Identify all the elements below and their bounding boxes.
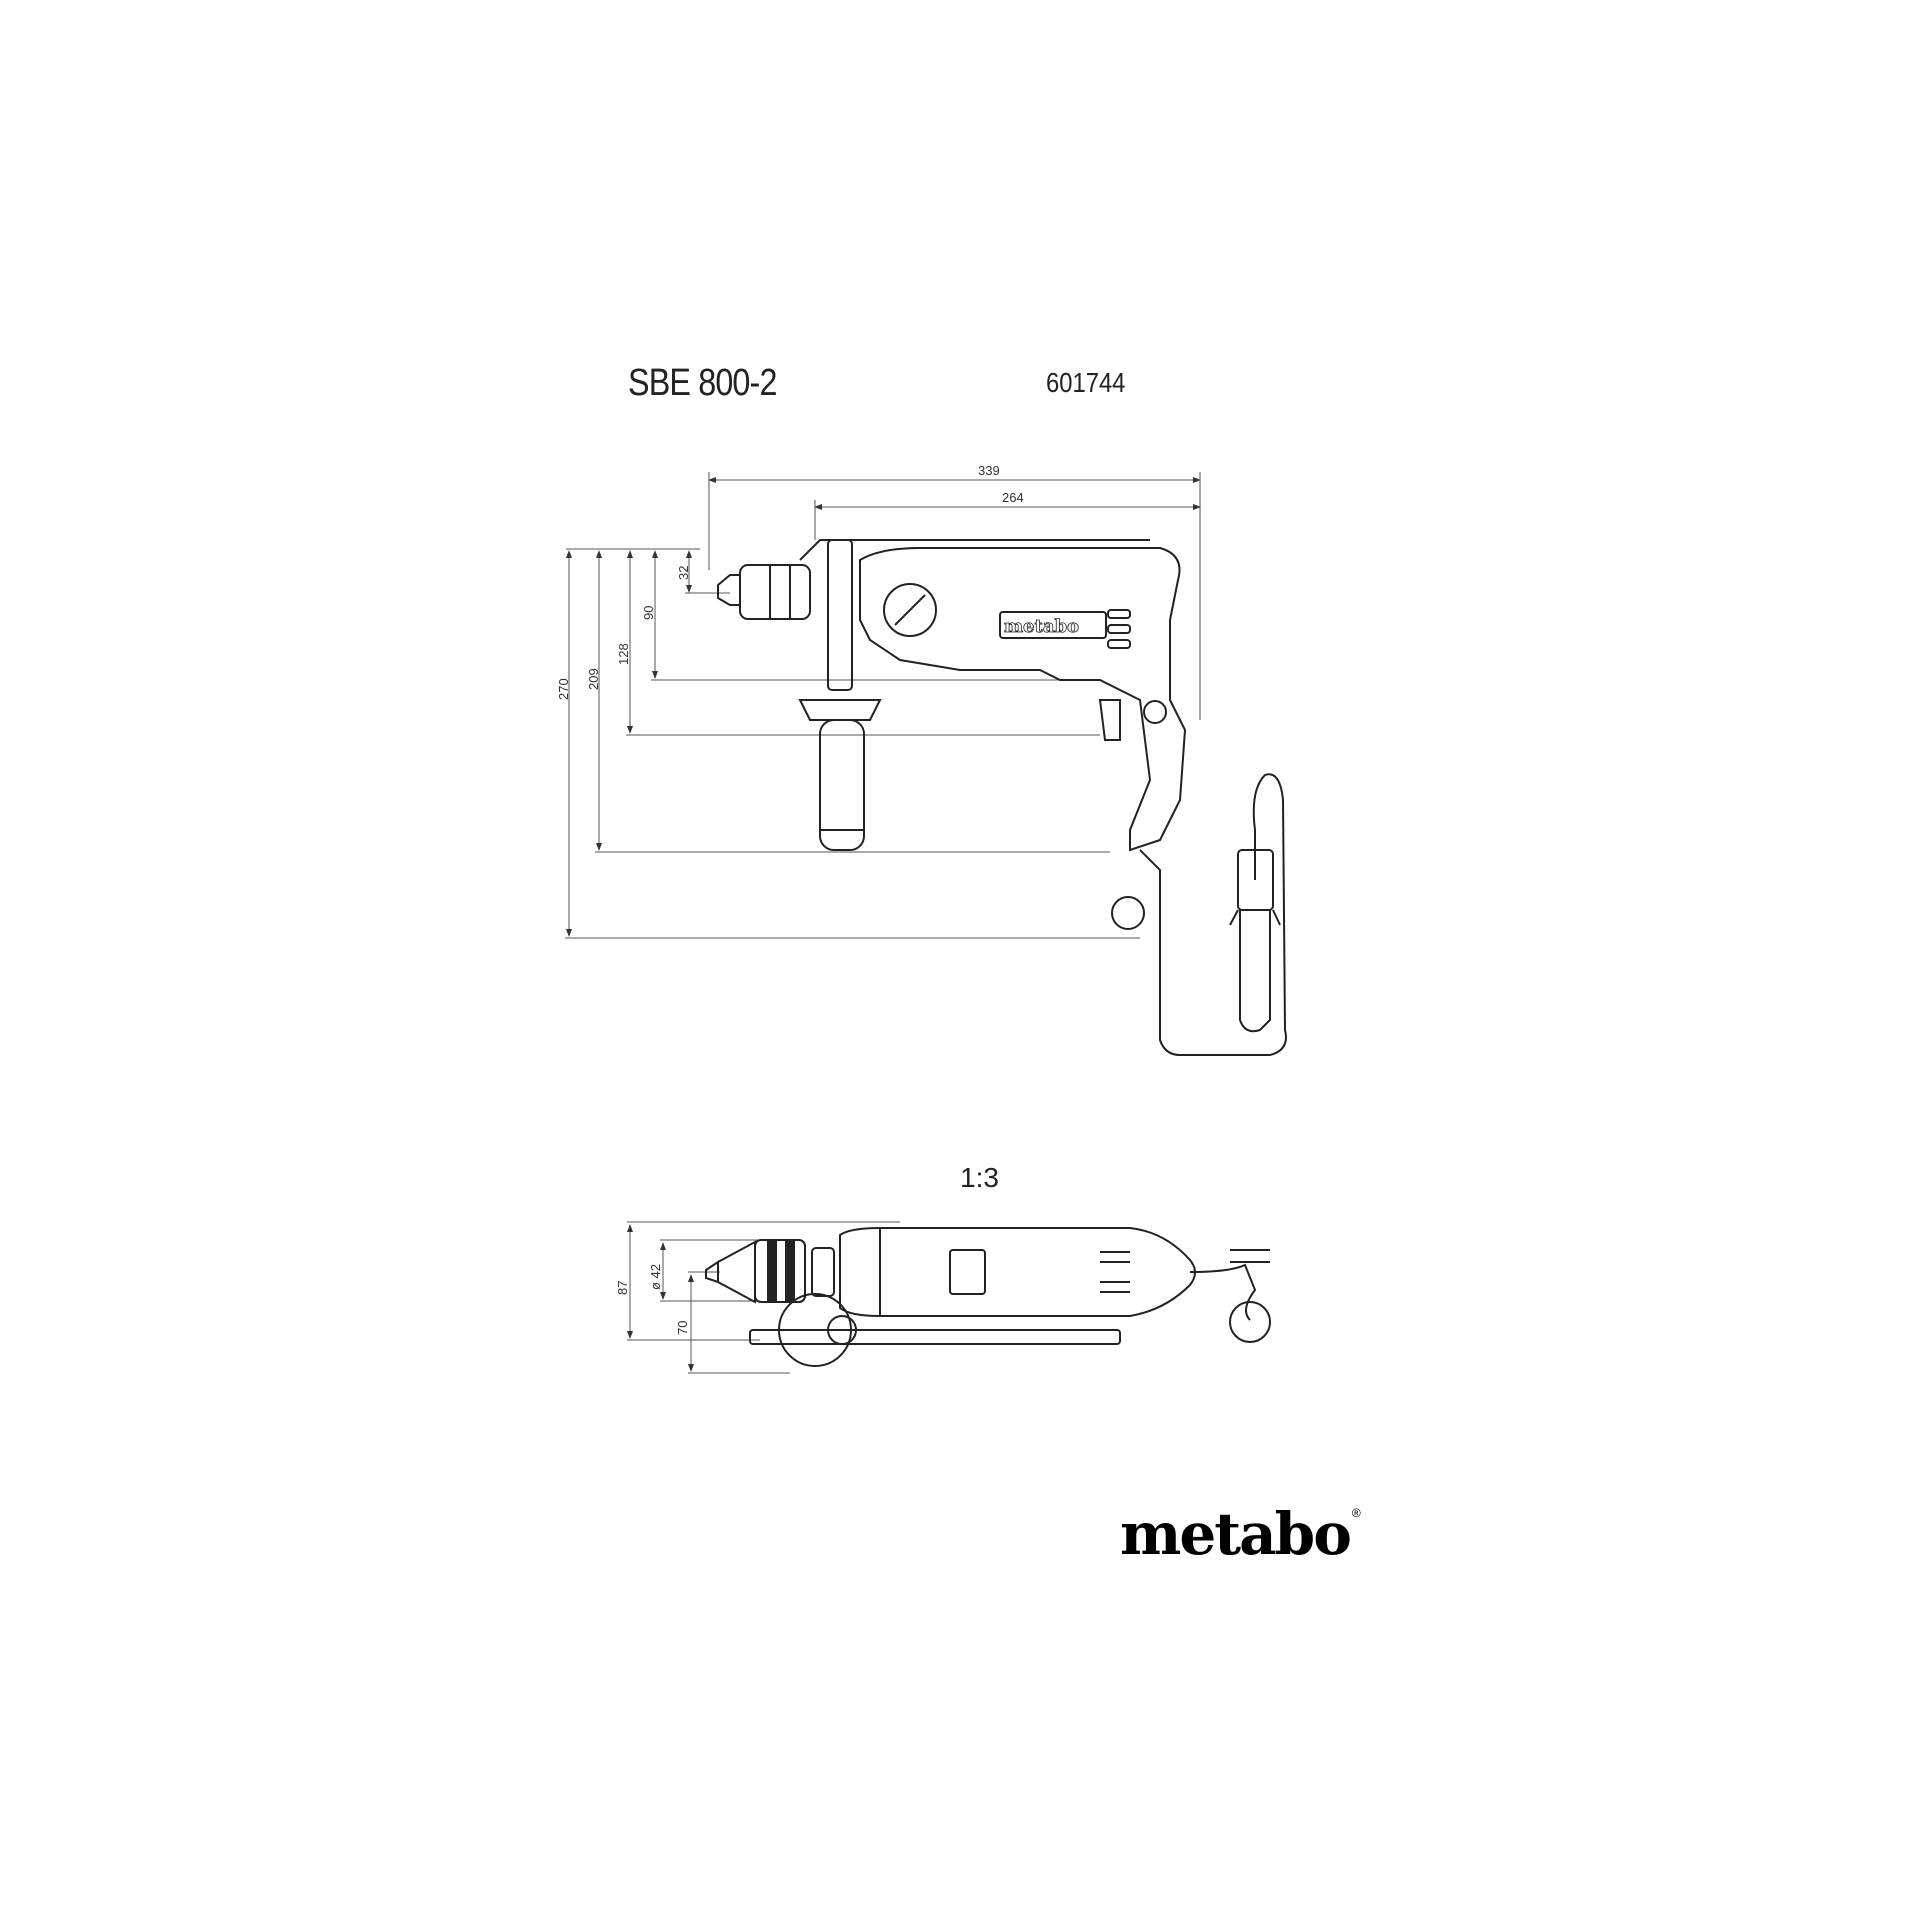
side-view-dimensions [565,472,1201,939]
dim-87: 87 [615,1281,630,1295]
top-view-drill [705,1227,1271,1367]
registered-mark: ® [1351,1506,1361,1520]
brand-name: metabo [1120,1500,1352,1568]
dim-270: 270 [556,678,571,700]
dim-339: 339 [978,463,1000,478]
dim-90: 90 [641,606,656,620]
top-view-dimension-labels: 87 ø 42 70 [615,1264,690,1335]
dim-dia-42: ø 42 [648,1264,663,1290]
drill-body-logo: metabo [1004,616,1079,637]
model-title: SBE 800-2 [628,362,777,404]
side-view-dimension-labels: 339 264 270 209 128 90 32 [556,463,1024,700]
side-view-drill [717,539,1287,1056]
dim-70: 70 [675,1321,690,1335]
top-view-dimensions [627,1221,900,1374]
part-number: 601744 [1046,367,1126,398]
dim-209: 209 [586,668,601,690]
dim-264: 264 [1002,490,1024,505]
dim-128: 128 [616,643,631,665]
brand-logo: metabo® [1120,1500,1361,1568]
dim-32: 32 [676,566,691,580]
drawing-scale: 1:3 [960,1162,999,1193]
